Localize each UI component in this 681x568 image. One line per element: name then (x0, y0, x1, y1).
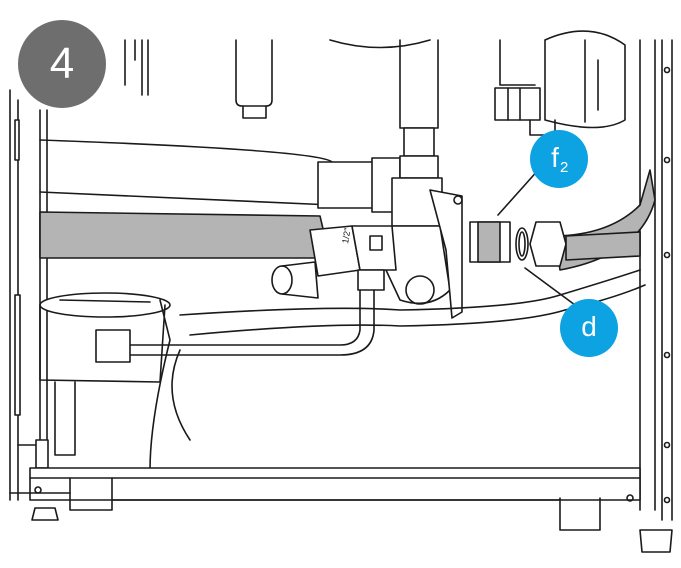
step-number-badge: 4 (18, 20, 106, 108)
callout-f2-letter: f (551, 142, 559, 173)
gray-hose-left (39, 211, 331, 259)
fitting-size-label: 1/2" (340, 227, 353, 244)
drain-pipe (95, 289, 375, 363)
callout-d: d (560, 299, 618, 357)
callout-f2: f 2 (530, 130, 588, 188)
union-coupling (469, 221, 641, 267)
bottom-rail (9, 467, 673, 553)
callout-d-letter: d (581, 311, 597, 342)
callout-f2-label: f (530, 130, 588, 186)
right-frame (639, 39, 673, 521)
step-number: 4 (49, 39, 75, 88)
drain-funnel (39, 292, 171, 471)
callout-f2-subscript: 2 (560, 159, 569, 176)
side-nozzle (271, 261, 319, 299)
left-frame (9, 89, 49, 501)
valve-assembly (309, 127, 463, 319)
upper-pipe (39, 139, 401, 213)
upper-components (124, 30, 626, 136)
callout-leaders (497, 167, 576, 306)
